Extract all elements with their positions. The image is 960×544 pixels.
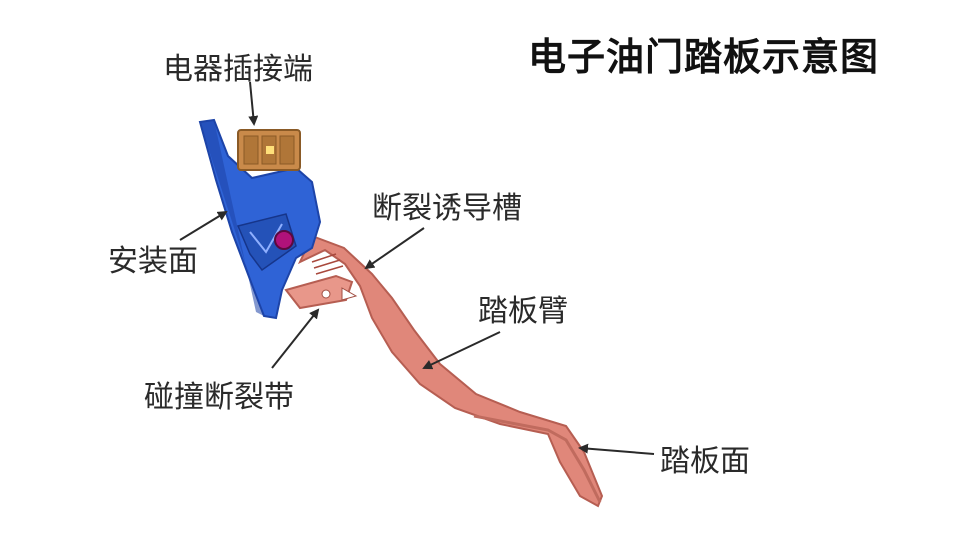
- diagram-title: 电子油门踏板示意图: [528, 35, 880, 79]
- mounting-face-arrow: [179, 210, 228, 241]
- electrical-connector: [237, 129, 301, 171]
- label-electrical-connector: 电器插接端: [163, 52, 313, 87]
- pedal-arm-arrow: [422, 331, 501, 370]
- leader-arrows: [179, 81, 655, 455]
- fracture-groove-arrow: [364, 227, 425, 270]
- label-pedal-face: 踏板面: [660, 444, 750, 479]
- label-mounting-face: 安装面: [108, 244, 198, 279]
- connector-arrow: [248, 81, 259, 126]
- pedal-arm: [297, 234, 604, 508]
- pedal-face-arrow: [578, 443, 655, 455]
- collision-band-tab: [284, 274, 358, 310]
- label-pedal-arm: 踏板臂: [478, 294, 568, 329]
- collision-band-arrow: [271, 308, 320, 369]
- label-fracture-groove: 断裂诱导槽: [372, 191, 522, 226]
- fracture-groove-marks: [311, 253, 344, 275]
- label-collision-band: 碰撞断裂带: [144, 380, 294, 415]
